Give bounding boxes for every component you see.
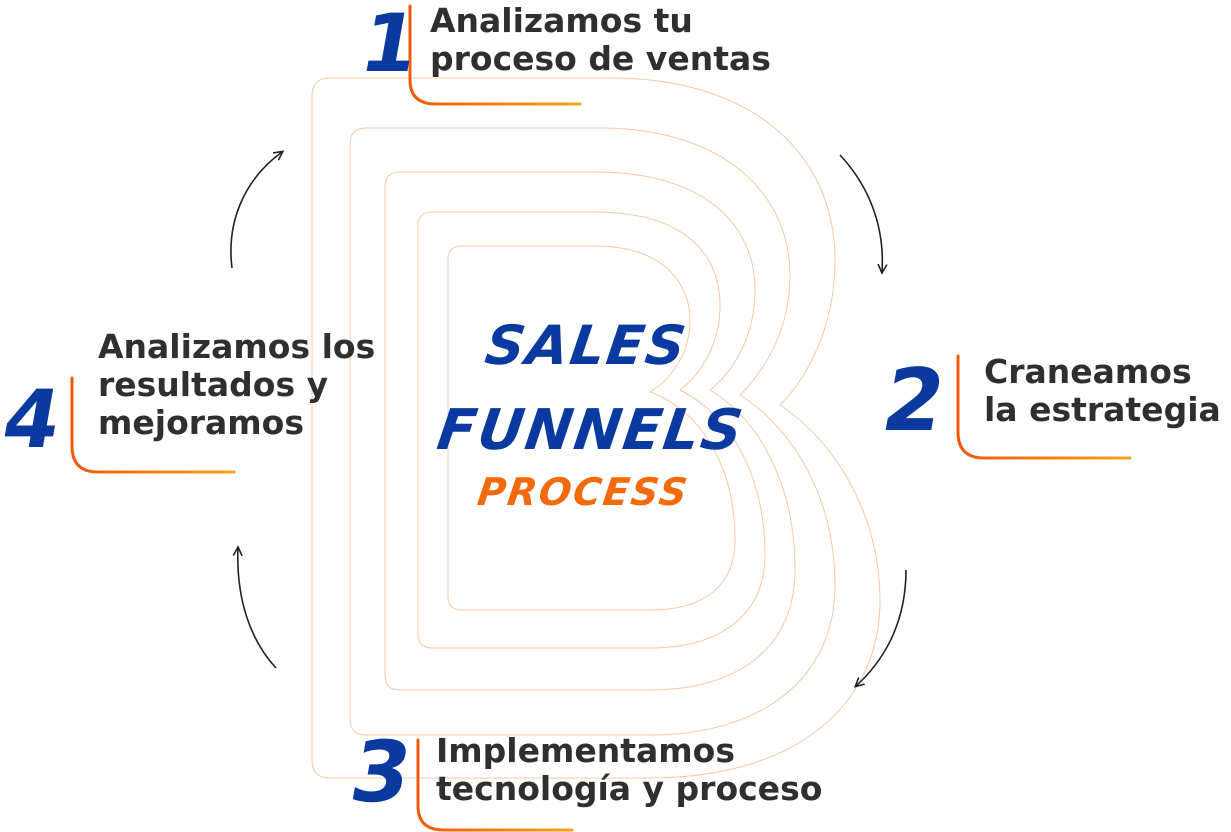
step-4-line-2: resultados y (98, 365, 329, 404)
b-outline-1 (311, 77, 881, 779)
step1-bracket (408, 4, 582, 106)
step-3-line-1: Implementamos (436, 731, 735, 770)
step-3-line-2: tecnología y proceso (436, 769, 823, 808)
center-subtitle-process: PROCESS (474, 470, 692, 514)
step-4-line-3: mejoramos (98, 403, 304, 442)
b-outline-2 (349, 127, 836, 736)
step-4-label: Analizamos los resultados y mejoramos (98, 328, 375, 442)
step4-bracket (70, 376, 236, 474)
step-4-line-1: Analizamos los (98, 327, 376, 366)
step2-bracket (956, 354, 1132, 460)
b-outline-5 (447, 245, 736, 611)
center-title-sales: SALES (481, 314, 692, 377)
step-2-label: Craneamos la estrategia (984, 353, 1221, 429)
step-2-line-2: la estrategia (984, 390, 1221, 429)
arrow-2-to-3 (856, 569, 907, 686)
b-outline-3 (384, 171, 796, 691)
step-1-label: Analizamos tu proceso de ventas (430, 2, 771, 78)
step3-bracket (416, 738, 574, 832)
step-1-line-1: Analizamos tu (430, 1, 693, 40)
step-1-line-2: proceso de ventas (430, 39, 771, 78)
arrow-4-to-1 (230, 152, 282, 269)
arrow-1-to-2 (839, 154, 882, 272)
b-outline-4 (417, 211, 766, 649)
center-title-funnels: FUNNELS (433, 398, 749, 463)
arrow-3-to-4 (238, 548, 277, 669)
b-logo-outline (311, 77, 881, 779)
step-3-label: Implementamos tecnología y proceso (436, 732, 822, 808)
cycle-arrows (230, 152, 907, 686)
step-2-line-1: Craneamos (984, 352, 1192, 391)
